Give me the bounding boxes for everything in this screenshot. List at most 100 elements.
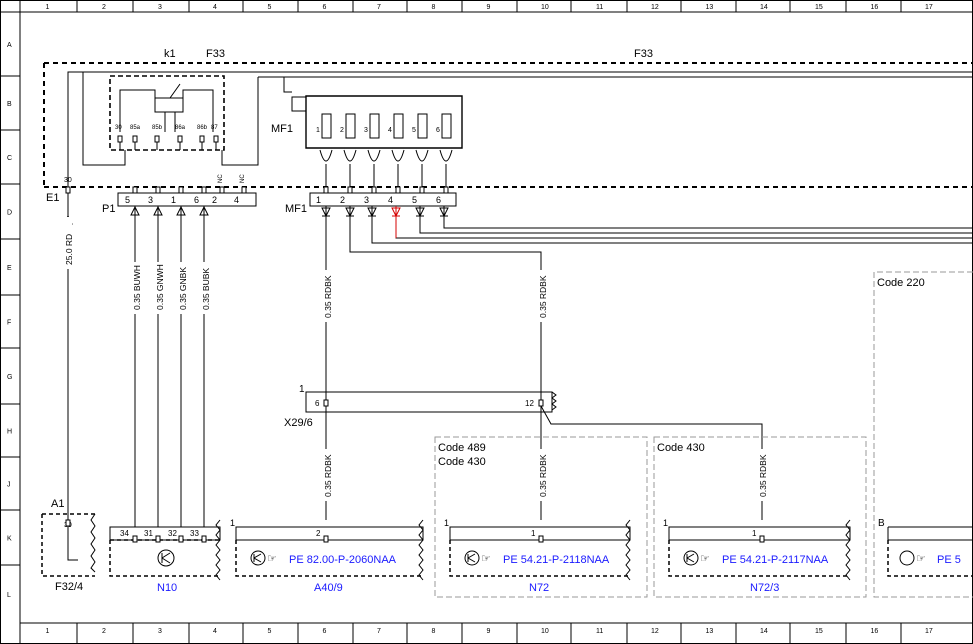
module-ref-link[interactable]: PE 54.21-P-2118NAA — [503, 554, 610, 566]
hand-pointer-icon: ☞ — [267, 553, 277, 565]
col-number-top: 12 — [651, 4, 659, 11]
fuse-number: 2 — [340, 127, 344, 134]
mf1-pin-label: 1 — [316, 195, 321, 205]
wire-label-rdbk-c: 0.35 RDBK — [323, 454, 333, 497]
fuse-number: 1 — [316, 127, 320, 134]
bus-top — [67, 71, 973, 187]
x29-zigzag — [551, 391, 557, 411]
fuse-loop — [415, 149, 429, 187]
wire-label-gnbk: 0.35 GNBK — [178, 267, 188, 310]
module-ref-link[interactable]: PE 54.21-P-2117NAA — [722, 554, 829, 566]
wire-mf1-feed — [283, 77, 292, 93]
relay-label: k1 — [164, 48, 176, 60]
x29-pin-b: 6 — [315, 399, 320, 408]
hand-pointer-icon: ☞ — [916, 553, 926, 565]
mf1-feed-terminal — [291, 96, 307, 112]
module-terminal — [538, 535, 544, 543]
mf1-label: MF1 — [271, 123, 293, 135]
fuse-loop — [319, 149, 333, 187]
p1-pin-label: 1 — [171, 195, 176, 205]
p1-pin-terminal — [132, 186, 138, 194]
wire-label-bg — [321, 270, 331, 322]
module-ref-link[interactable]: PE 82.00-P-2060NAA — [289, 554, 397, 566]
module-b-ref-link[interactable]: PE 5 — [937, 554, 961, 566]
sensor-icon — [899, 550, 915, 566]
n10-transistor-symbol — [161, 552, 171, 564]
module-pin2: 2 — [316, 529, 321, 538]
n10-pin-terminal — [132, 535, 138, 543]
col-number-bottom: 9 — [487, 628, 491, 635]
fuse-loop — [391, 149, 405, 187]
mf1-wire-arrow — [415, 207, 425, 218]
col-number-bottom: 16 — [871, 628, 879, 635]
mf1-wire-arrow — [345, 207, 355, 218]
module-pin2: 1 — [752, 529, 757, 538]
col-number-top: 4 — [213, 4, 217, 11]
wire-label-bg — [62, 217, 72, 269]
relay-pin-terminal — [117, 135, 123, 143]
relay-pin-terminal — [132, 135, 138, 143]
col-number-bottom: 2 — [102, 628, 106, 635]
fuse-element — [441, 113, 452, 139]
relay-pin-terminal — [177, 135, 183, 143]
relay-pin-label: 87 — [211, 125, 218, 131]
module-box — [668, 540, 850, 577]
col-number-top: 11 — [596, 4, 603, 11]
n10-pin-label: 34 — [120, 529, 129, 538]
module-zigzag — [625, 519, 631, 581]
wire-label-bg — [536, 270, 546, 322]
col-number-bottom: 15 — [815, 628, 823, 635]
k1-relay-box — [109, 75, 225, 151]
mf1-conn-label: MF1 — [285, 203, 307, 215]
f33-box — [43, 62, 973, 188]
mf1-pin-label: 5 — [412, 195, 417, 205]
code-220-label: Code 220 — [877, 277, 925, 289]
mf1-pin-terminal — [395, 186, 401, 194]
frame-inner — [19, 11, 973, 624]
relay-pin-label: 30 — [115, 125, 122, 131]
module-name[interactable]: N72 — [529, 582, 549, 594]
module-pin1: 1 — [663, 518, 668, 528]
fuse-number: 6 — [436, 127, 440, 134]
n10-name[interactable]: N10 — [157, 582, 177, 594]
module-connector — [235, 526, 424, 541]
mf1-pin-terminal — [347, 186, 353, 194]
wire-label-rdbk-b: 0.35 RDBK — [538, 275, 548, 318]
wire-label-bg — [130, 262, 140, 314]
col-number-top: 13 — [706, 4, 714, 11]
p1-pin-terminal — [201, 186, 207, 194]
sensor-icon — [464, 550, 480, 566]
p1-wire-arrow — [199, 205, 209, 216]
row-letter: B — [7, 101, 12, 108]
col-number-top: 1 — [46, 4, 50, 11]
fuse-number: 5 — [412, 127, 416, 134]
row-letter: J — [7, 482, 11, 489]
code-430-box — [653, 436, 867, 598]
wire-k1-87 — [221, 76, 973, 166]
wire-label-bubk: 0.35 BUBK — [201, 268, 211, 310]
p1-wires — [130, 205, 209, 527]
row-letter: E — [7, 265, 12, 272]
wire-label-rdbk-d: 0.35 RDBK — [538, 454, 548, 497]
row-letter: C — [7, 155, 12, 162]
x29-pin-c: 12 — [525, 399, 534, 408]
mf1-fuse-block — [305, 95, 463, 149]
module-zigzag — [845, 519, 851, 581]
col-number-top: 15 — [815, 4, 823, 11]
x29-label: X29/6 — [284, 417, 313, 429]
fuse-number: 4 — [388, 127, 392, 134]
sensor-icon — [683, 550, 699, 566]
n10-zigzag — [215, 519, 221, 581]
mf1-arrows — [321, 207, 449, 218]
x29-terminal-12 — [538, 399, 544, 407]
module-name[interactable]: N72/3 — [750, 582, 779, 594]
mf1-pin-terminal — [419, 186, 425, 194]
wire-label-bg — [756, 449, 766, 501]
row-letter: G — [7, 374, 12, 381]
sensor-symbol — [253, 553, 262, 563]
module-name[interactable]: A40/9 — [314, 582, 343, 594]
p1-pin-terminal — [241, 186, 247, 194]
